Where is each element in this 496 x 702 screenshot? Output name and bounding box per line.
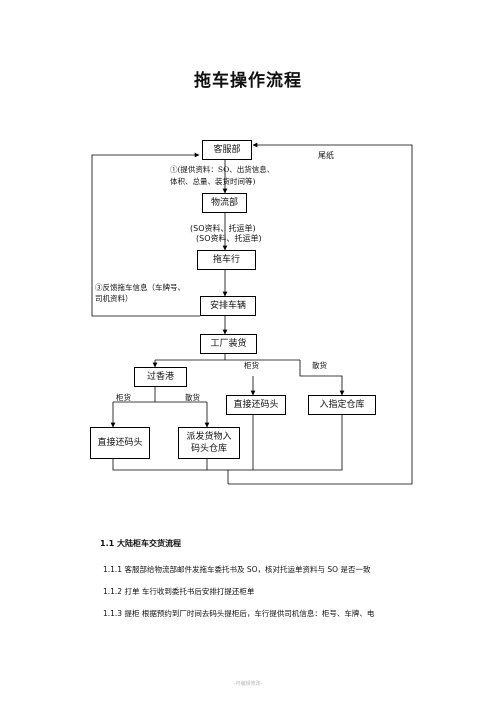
container-label-right: 柜货 bbox=[244, 361, 259, 370]
provide-info-label: ①(提供资料：SO、出货信息、体积、总量、装货时间等) bbox=[170, 165, 275, 186]
logistics-box: 物流部 bbox=[202, 193, 247, 213]
arrange-vehicle-box: 安排车辆 bbox=[200, 296, 256, 316]
final-paper-label: 尾纸 bbox=[318, 151, 334, 160]
section-item-3: 1.1.3 提柜 根据预约到厂时间去码头提柜后，车行提供司机信息：柜号、车牌、电 bbox=[103, 609, 375, 618]
section-item-1: 1.1.1 客服部给物流部邮件发拖车委托书及 SO，核对托运单资料与 SO 是否… bbox=[103, 565, 371, 574]
direct-to-dock-left-box: 直接还码头 bbox=[90, 427, 150, 459]
so-docs-label-1: (SO资料、托运单) bbox=[190, 224, 256, 233]
bulk-label-left: 散货 bbox=[185, 393, 200, 402]
feedback-label: ③反馈拖车信息（车牌号、司机资料） bbox=[95, 283, 185, 304]
factory-loading-box: 工厂装货 bbox=[200, 334, 257, 354]
direct-to-dock-mid-box: 直接还码头 bbox=[226, 395, 286, 415]
designated-warehouse-box: 入指定仓库 bbox=[308, 395, 376, 415]
trailer-company-box: 拖车行 bbox=[197, 250, 256, 270]
page-title: 拖车操作流程 bbox=[194, 71, 302, 91]
via-hong-kong-box: 过香港 bbox=[134, 367, 187, 387]
container-label-left: 柜货 bbox=[116, 393, 131, 402]
dispatch-warehouse-box: 派发货物入码头仓库 bbox=[178, 427, 240, 459]
section-item-2: 1.1.2 打单 车行收到委托书后安排打提还柜单 bbox=[103, 587, 255, 596]
so-docs-label-2: (SO资料、托运单) bbox=[196, 234, 262, 243]
page-footer: -可编辑修改- bbox=[233, 681, 263, 687]
section-heading: 1.1 大陆柜车交货流程 bbox=[100, 539, 181, 548]
bulk-label-right: 散货 bbox=[312, 361, 327, 370]
customer-service-box: 客服部 bbox=[202, 140, 252, 160]
